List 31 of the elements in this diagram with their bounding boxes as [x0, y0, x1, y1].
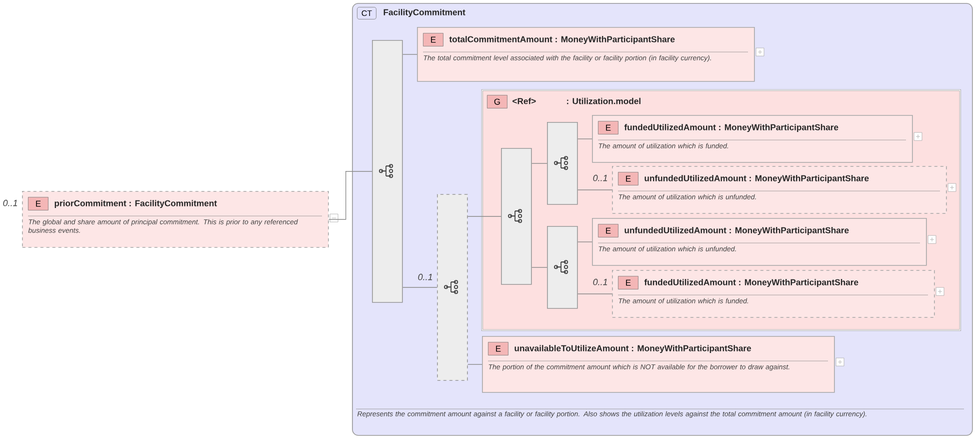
element-name: fundedUtilizedAmount : MoneyWithParticipantShare: [644, 279, 858, 287]
badge: E: [488, 342, 508, 356]
badge: E: [598, 121, 618, 134]
badge: G: [487, 95, 508, 108]
element-name: fundedUtilizedAmount : MoneyWithParticipantShare: [624, 124, 838, 132]
connector-line: [402, 287, 438, 288]
connector-line: [531, 163, 548, 164]
connector-line: [531, 267, 548, 268]
multiplicity-label: 0..1: [418, 274, 432, 280]
type-name: FacilityCommitment: [384, 9, 466, 17]
element-name: priorCommitment : FacilityCommitment: [54, 200, 217, 208]
element-name: totalCommitmentAmount : MoneyWithParticipantShare: [449, 36, 675, 44]
badge: E: [598, 224, 618, 238]
connector-line: [402, 54, 418, 55]
element-name: unfundedUtilizedAmount : MoneyWithParticipantShare: [644, 175, 869, 183]
badge: CT: [357, 7, 376, 20]
element-name: unfundedUtilizedAmount : MoneyWithParticipantShare: [624, 227, 849, 235]
badge: E: [423, 33, 444, 46]
badge: E: [28, 197, 48, 210]
ref-label: <Ref>: [512, 98, 536, 104]
connector-line: [577, 138, 592, 140]
multiplicity-label: 0..1: [593, 278, 608, 286]
badge: E: [618, 276, 638, 290]
element-name: unavailableToUtilizeAmount : MoneyWithParticipantShare: [514, 345, 751, 353]
connector-line: [328, 171, 372, 220]
multiplicity-label: 0..1: [3, 200, 18, 206]
multiplicity-label: 0..1: [593, 174, 608, 182]
badge: E: [618, 172, 638, 186]
group-name: : Utilization.model: [567, 98, 640, 104]
connector-line: [467, 216, 502, 217]
connector-line: [467, 364, 482, 365]
